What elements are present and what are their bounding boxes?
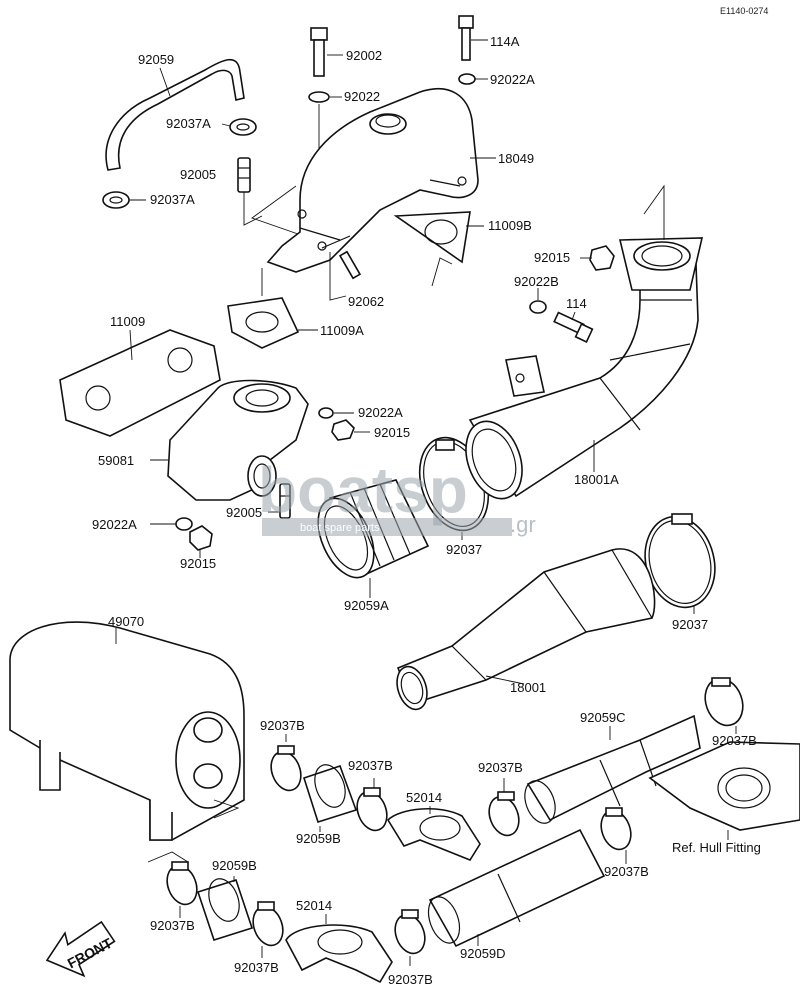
front-arrow-icon: FRONT: [45, 920, 116, 978]
label-92015-low: 92015: [180, 556, 216, 571]
label-92037A-1: 92037A: [166, 116, 211, 131]
label-92059A: 92059A: [344, 598, 389, 613]
label-59081: 59081: [98, 453, 134, 468]
part-92037A-clip-upper[interactable]: [221, 118, 257, 136]
part-92015-nut-low[interactable]: [189, 525, 213, 558]
part-92059D-hose[interactable]: [423, 828, 606, 948]
label-92037-right: 92037: [672, 617, 708, 632]
part-92022A-washer-mid[interactable]: [318, 407, 354, 419]
label-18001: 18001: [510, 680, 546, 695]
part-11009A-gasket[interactable]: [227, 268, 318, 349]
label-11009: 11009: [110, 314, 145, 329]
label-92022A-mid: 92022A: [358, 405, 403, 420]
label-92037B-2: 92037B: [348, 758, 393, 773]
part-92059B-hose-1[interactable]: [302, 761, 358, 832]
part-92059-hose[interactable]: [105, 58, 245, 171]
label-92037B-7: 92037B: [388, 972, 433, 987]
part-92037B-clamp-6[interactable]: [248, 901, 288, 958]
part-92037B-clamp-3[interactable]: [484, 778, 524, 840]
label-92037B-r: 92037B: [712, 733, 757, 748]
label-11009A: 11009A: [320, 323, 364, 338]
label-92059B-2: 92059B: [212, 858, 257, 873]
part-ref-hull-fitting[interactable]: [648, 741, 800, 840]
label-92059C: 92059C: [580, 710, 626, 725]
part-92002-bolt[interactable]: [310, 27, 343, 77]
label-92037B-1: 92037B: [260, 718, 305, 733]
label-92037B-5: 92037B: [150, 918, 195, 933]
part-92059B-hose-2[interactable]: [196, 875, 254, 941]
part-92062-stud[interactable]: [329, 250, 362, 301]
watermark: boatsp boat spare parts .gr: [258, 454, 536, 537]
part-92022B-washer[interactable]: [529, 288, 547, 314]
label-92022A-top: 92022A: [490, 72, 535, 87]
part-92022A-washer-low[interactable]: [150, 517, 193, 531]
label-18001A: 18001A: [574, 472, 619, 487]
label-ref-hull-fitting: Ref. Hull Fitting: [672, 840, 761, 855]
part-92037B-clamp-7[interactable]: [390, 909, 430, 966]
label-114A: 114A: [490, 34, 520, 49]
part-92037B-clamp-5[interactable]: [147, 851, 202, 918]
part-18001-pipe[interactable]: [392, 548, 656, 713]
label-92002: 92002: [346, 48, 382, 63]
diagram-code: E1140-0274: [720, 6, 768, 16]
label-92037B-4: 92037B: [604, 864, 649, 879]
label-52014-low: 52014: [296, 898, 332, 913]
label-92037A-2: 92037A: [150, 192, 195, 207]
label-92037B-6: 92037B: [234, 960, 279, 975]
part-18001A-pipe[interactable]: [456, 184, 704, 506]
part-11009-gasket[interactable]: [59, 329, 221, 437]
label-92059D: 92059D: [460, 946, 506, 961]
part-92015-nut-mid[interactable]: [331, 419, 370, 441]
label-92022A-low: 92022A: [92, 517, 137, 532]
part-92037B-clamp-r[interactable]: [699, 673, 749, 734]
label-92062: 92062: [348, 294, 384, 309]
part-92015-nut-top[interactable]: [580, 245, 615, 271]
label-92015-mid: 92015: [374, 425, 410, 440]
label-114: 114: [566, 296, 587, 311]
part-114A-bolt[interactable]: [458, 15, 488, 61]
label-92015-top: 92015: [534, 250, 570, 265]
part-11009B-gasket[interactable]: [393, 211, 484, 287]
watermark-domain: .gr: [510, 512, 536, 537]
part-92022A-washer-top[interactable]: [458, 73, 488, 85]
part-92037B-clamp-4[interactable]: [596, 806, 636, 864]
label-92037-mid: 92037: [446, 542, 482, 557]
part-18049-exhaust-manifold[interactable]: [251, 87, 496, 273]
label-18049: 18049: [498, 151, 534, 166]
label-92005-mid: 92005: [226, 505, 262, 520]
part-114-bolt[interactable]: [553, 311, 594, 343]
watermark-brand: boatsp: [258, 454, 468, 526]
label-92037B-3: 92037B: [478, 760, 523, 775]
label-92022B: 92022B: [514, 274, 559, 289]
label-49070: 49070: [108, 614, 144, 629]
watermark-tagline: boat spare parts: [300, 522, 380, 534]
label-92059B-1: 92059B: [296, 831, 341, 846]
part-52014-elbow-upper[interactable]: [386, 806, 481, 861]
label-92022: 92022: [344, 89, 380, 104]
label-11009B: 11009B: [488, 218, 532, 233]
part-49070-muffler[interactable]: [9, 621, 245, 841]
label-92005-top: 92005: [180, 167, 216, 182]
part-92037B-clamp-2[interactable]: [352, 778, 392, 835]
label-52014-top: 52014: [406, 790, 442, 805]
part-92037B-clamp-1[interactable]: [266, 734, 306, 795]
part-92037A-clip-lower[interactable]: [102, 191, 146, 209]
part-92005-fitting-upper[interactable]: [237, 157, 263, 226]
part-59081-elbow[interactable]: [150, 379, 309, 501]
part-52014-elbow-lower[interactable]: [285, 914, 393, 984]
label-92059: 92059: [138, 52, 174, 67]
